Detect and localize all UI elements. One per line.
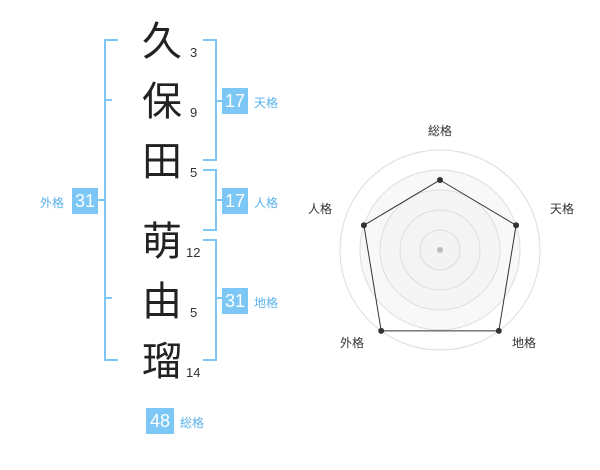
name-char-4: 萌 [142, 219, 182, 265]
radar-axis-label-gaikaku: 外格 [339, 336, 364, 350]
radar-point-4 [378, 327, 385, 334]
stroke-count-2: 9 [190, 105, 198, 120]
chikaku-label: 地格 [254, 296, 279, 310]
jinkaku-badge: 17 [222, 188, 248, 214]
radar-point-3 [495, 327, 502, 334]
radar-axis-label-jinkaku: 人格 [307, 202, 332, 216]
chikaku-bracket [203, 239, 217, 361]
radar-series-polygon [363, 179, 517, 332]
stroke-count-4: 12 [186, 245, 201, 260]
stroke-count-6: 14 [186, 365, 201, 380]
jinkaku-label: 人格 [254, 196, 279, 210]
radar-point-5 [360, 222, 367, 229]
name-char-3: 田 [142, 139, 182, 185]
radar-axis-label-tenkaku: 天格 [549, 202, 574, 216]
chikaku-badge: 31 [222, 288, 248, 314]
soukaku-label: 総格 [180, 416, 205, 430]
radar-axis-label-soukaku: 総格 [427, 124, 452, 138]
radar-point-1 [437, 177, 443, 183]
name-char-6: 瑠 [142, 339, 182, 385]
radar-point-2 [513, 222, 520, 229]
stroke-count-1: 3 [190, 45, 198, 60]
name-char-5: 由 [142, 279, 182, 325]
gaikaku-label: 外格 [40, 196, 65, 210]
stroke-count-3: 5 [190, 165, 198, 180]
radar-center-dot [437, 247, 443, 253]
tenkaku-label: 天格 [254, 96, 279, 110]
radar-axis-label-chikaku: 地格 [511, 336, 536, 350]
stroke-count-5: 5 [190, 305, 198, 320]
name-char-1: 久 [142, 19, 182, 65]
soukaku-badge: 48 [146, 408, 174, 434]
name-char-2: 保 [142, 79, 182, 125]
gaikaku-badge: 31 [72, 188, 98, 214]
tenkaku-badge: 17 [222, 88, 248, 114]
